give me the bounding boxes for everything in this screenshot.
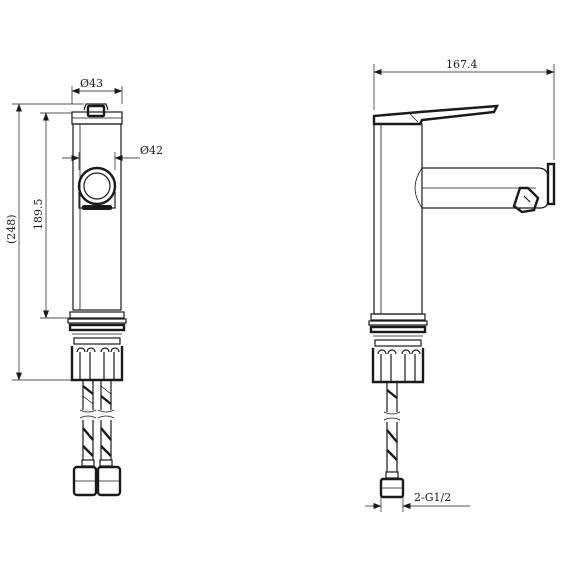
side-view (368, 104, 556, 499)
connection-thread-label: 2-G1/2 (414, 491, 451, 504)
spout-height-label: 189.5 (32, 199, 45, 231)
front-view-dimensions: Ø43 Ø42 189.5 (248) (5, 77, 163, 381)
body-diameter-label: Ø43 (80, 77, 103, 90)
spout-reach-label: 167.4 (446, 58, 478, 71)
side-view-dimensions: 167.4 2-G1/2 (365, 58, 555, 512)
front-view (67, 103, 127, 497)
handle-diameter-label: Ø42 (140, 144, 163, 157)
overall-height-label: (248) (5, 214, 18, 244)
